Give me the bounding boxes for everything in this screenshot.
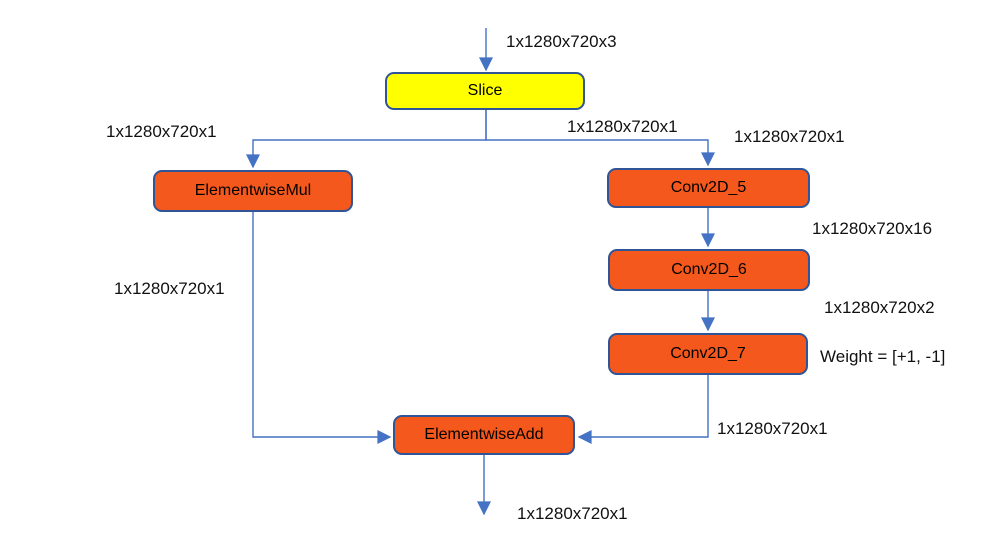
edge-conv7-to-add [577,375,709,444]
node-conv2d-6: Conv2D_6 [608,249,810,291]
label-slice-left-out: 1x1280x720x1 [106,122,217,141]
label-output-shape: 1x1280x720x1 [517,504,628,523]
label-input-shape: 1x1280x720x3 [506,32,617,51]
node-elementwise-add-label: ElementwiseAdd [424,426,544,443]
edge-mul-to-add [252,212,392,444]
node-conv2d-7: Conv2D_7 [608,333,808,375]
label-conv5-out: 1x1280x720x16 [812,219,933,238]
edge-slice-to-conv5 [485,110,715,167]
node-elementwise-mul: ElementwiseMul [153,170,353,212]
label-mul-out: 1x1280x720x1 [114,279,225,298]
label-conv7-out: 1x1280x720x1 [717,419,828,438]
label-conv6-out: 1x1280x720x2 [824,298,935,317]
label-weight-annotation: Weight = [+1, -1] [820,347,946,366]
label-slice-right-out-b: 1x1280x720x1 [734,127,845,146]
node-elementwise-add: ElementwiseAdd [393,415,575,455]
node-conv2d-5-label: Conv2D_5 [670,179,747,196]
node-elementwise-mul-label: ElementwiseMul [194,182,312,199]
node-conv2d-7-label: Conv2D_7 [670,345,746,362]
label-slice-right-out-a: 1x1280x720x1 [567,117,678,136]
node-slice-label: Slice [467,82,503,99]
node-slice: Slice [385,72,585,110]
edge-slice-to-mul [246,110,487,169]
node-conv2d-5: Conv2D_5 [607,168,810,208]
node-conv2d-6-label: Conv2D_6 [671,261,747,278]
